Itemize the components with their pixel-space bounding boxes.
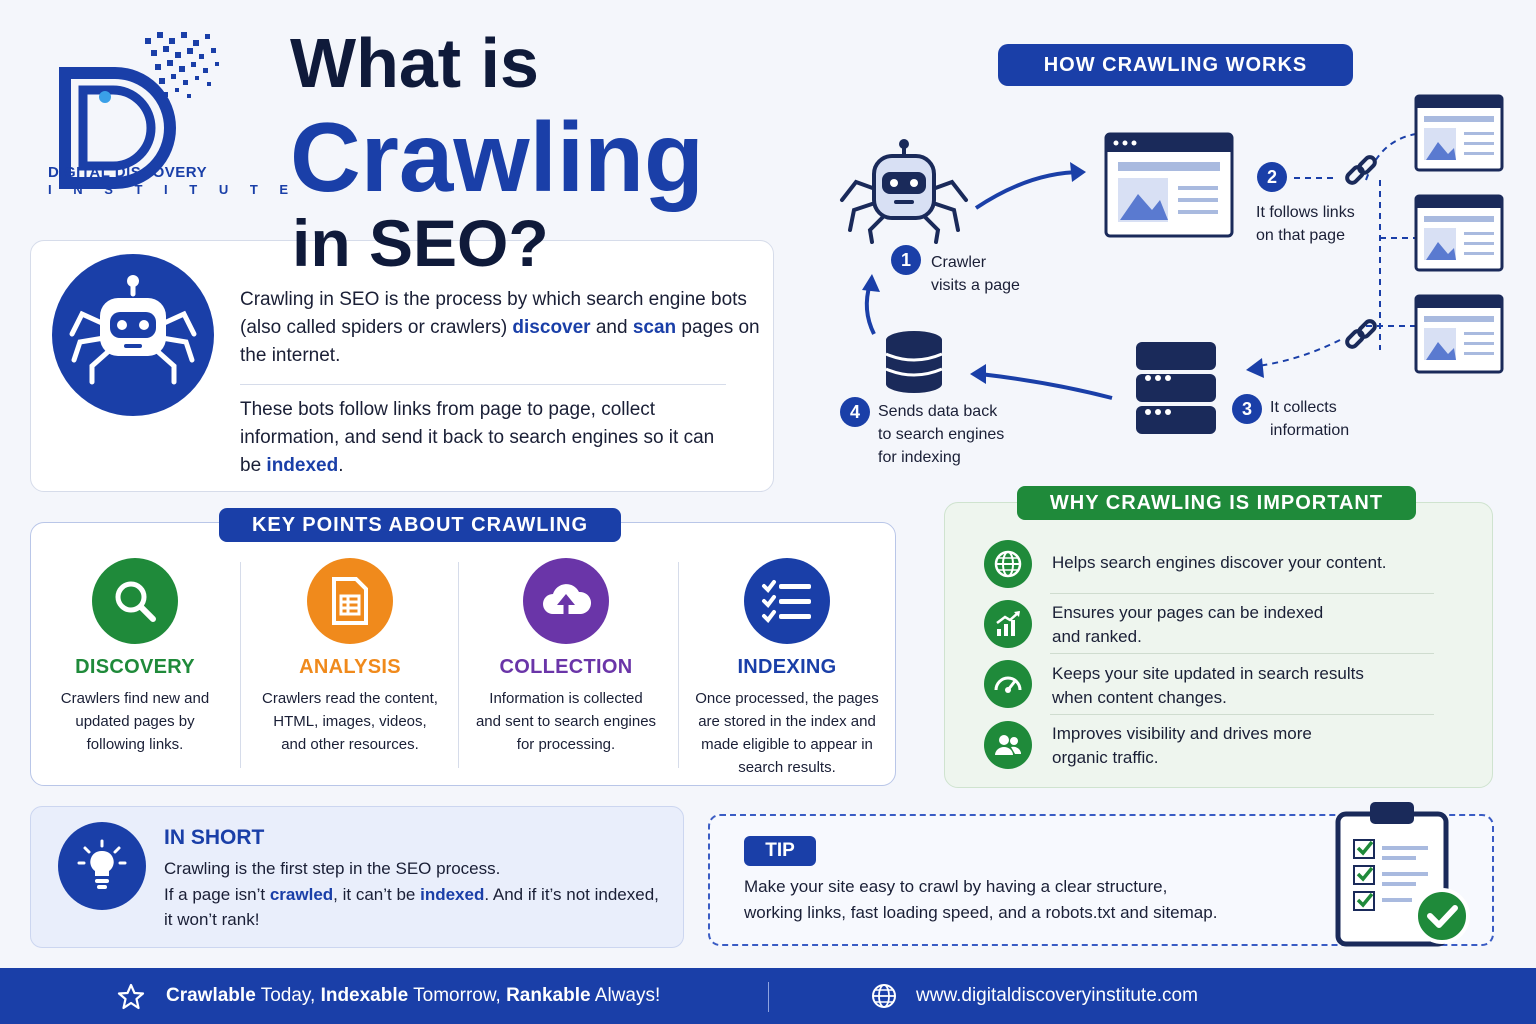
crawl-cycle-diagram: [840, 94, 1504, 434]
intro-divider: [240, 384, 726, 385]
institute-logo: [59, 32, 219, 189]
why-important-heading: WHY CRAWLING IS IMPORTANT: [1017, 486, 1416, 520]
linked-page-icon-2: [1414, 194, 1504, 272]
key-point-title: ANALYSIS: [299, 656, 401, 678]
cloud-upload-icon: [523, 558, 609, 644]
key-point-title: COLLECTION: [499, 656, 633, 678]
lightbulb-icon: [58, 822, 146, 910]
why-divider: [1050, 714, 1434, 715]
step-4-number: 4: [840, 397, 870, 427]
document-icon: [307, 558, 393, 644]
why-divider: [1050, 593, 1434, 594]
step-1-number: 1: [891, 245, 921, 275]
server-icon: [1136, 342, 1216, 434]
growth-chart-icon: [984, 600, 1032, 648]
how-crawling-works-heading: HOW CRAWLING WORKS: [998, 44, 1353, 86]
step-3-number: 3: [1232, 394, 1262, 424]
link-chain-icon-2: [1345, 319, 1377, 349]
brand-name: DIGITAL DISCOVERY: [48, 164, 208, 181]
globe-icon: [984, 540, 1032, 588]
footer-slogan: Crawlable Today, Indexable Tomorrow, Ran…: [166, 985, 661, 1006]
clipboard-check-icon: [1335, 802, 1470, 947]
column-divider: [240, 562, 241, 768]
checklist-icon: [744, 558, 830, 644]
why-item-3: Keeps your site updated in search result…: [1052, 664, 1364, 707]
globe-icon: [872, 984, 896, 1008]
intro-paragraph-2: These bots follow links from page to pag…: [240, 399, 715, 476]
tip-label: TIP: [744, 836, 816, 866]
step-2-number: 2: [1257, 162, 1287, 192]
users-icon: [984, 721, 1032, 769]
key-point-desc: Crawlers read the content,HTML, images, …: [262, 690, 438, 753]
column-divider: [678, 562, 679, 768]
intro-paragraph-1: Crawling in SEO is the process by which …: [240, 289, 760, 366]
link-chain-icon-1: [1345, 155, 1377, 185]
star-icon: [117, 983, 145, 1010]
footer-separator: [768, 982, 769, 1012]
spider-bot-icon: [52, 254, 214, 416]
key-points-heading: KEY POINTS ABOUT CRAWLING: [219, 508, 621, 542]
website-link[interactable]: www.digitaldiscoveryinstitute.com: [916, 985, 1198, 1006]
in-short-text: Crawling is the first step in the SEO pr…: [164, 859, 659, 929]
linked-page-icon-3: [1414, 294, 1504, 374]
speedometer-icon: [984, 660, 1032, 708]
title-line-2: Crawling: [290, 102, 704, 212]
column-divider: [458, 562, 459, 768]
magnifier-icon: [92, 558, 178, 644]
why-important-card: [944, 502, 1493, 788]
crawler-robot-icon: [840, 139, 968, 244]
brand-subtitle: I N S T I T U T E: [48, 182, 298, 197]
key-point-title: INDEXING: [737, 656, 837, 678]
title-line-3: in SEO?: [292, 206, 549, 280]
tip-text: Make your site easy to crawl by having a…: [744, 877, 1218, 922]
linked-page-icon-1: [1414, 94, 1504, 172]
key-point-title: DISCOVERY: [75, 656, 195, 678]
database-icon: [885, 331, 943, 393]
web-page-icon: [1104, 132, 1234, 238]
why-divider: [1050, 653, 1434, 654]
key-point-analysis: ANALYSIS Crawlers read the content,HTML,…: [241, 558, 459, 756]
why-item-1: Helps search engines discover your conte…: [1052, 553, 1387, 572]
title-line-1: What is: [290, 24, 539, 102]
in-short-title: IN SHORT: [164, 826, 265, 849]
